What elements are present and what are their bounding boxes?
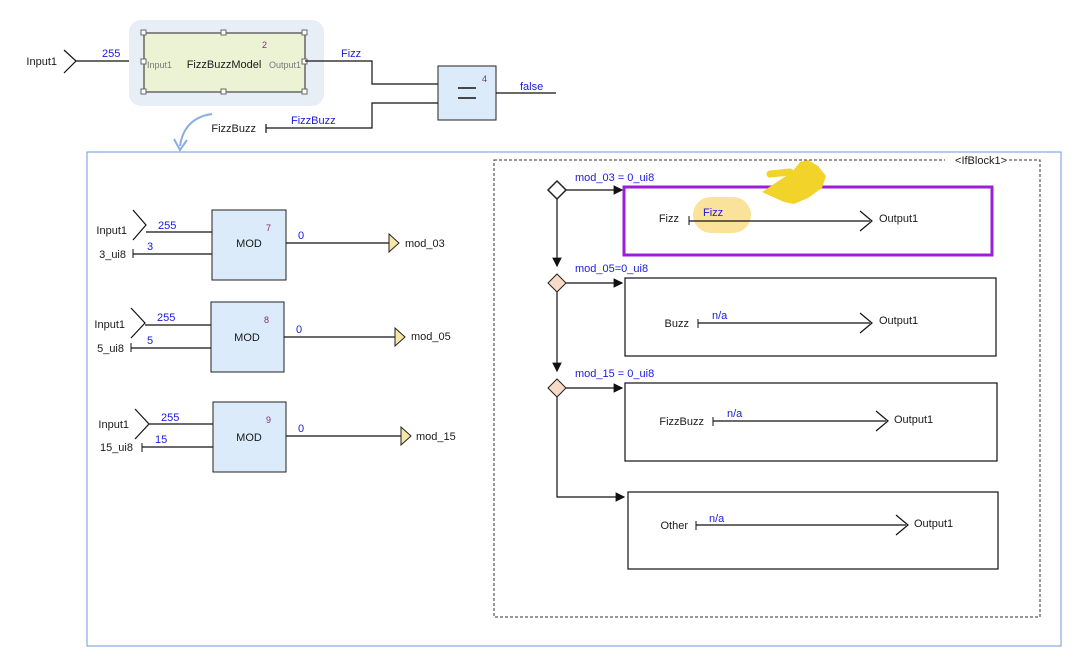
mod1-label: MOD: [236, 238, 262, 250]
mod2-goto-tag: [394, 326, 406, 348]
mod1-const-value: 3: [147, 241, 153, 253]
branch-3-condition: mod_15 = 0_ui8: [575, 368, 654, 380]
pointing-hand-icon: [762, 160, 826, 204]
compare-block[interactable]: 4: [437, 65, 497, 121]
branch-2-decision[interactable]: mod_05=0_ui8: [547, 263, 648, 293]
mod3-out-value: 0: [298, 423, 304, 435]
model-out-value: Fizz: [341, 48, 361, 60]
top-input-value: 255: [102, 48, 120, 60]
curved-arrow-icon: [173, 113, 213, 152]
mod2-number: 8: [264, 315, 269, 325]
mod1-input-label: Input1: [96, 225, 127, 237]
branch-2-condition: mod_05=0_ui8: [575, 263, 648, 275]
mod3-goto-tag: [400, 425, 412, 447]
mod2-input-label: Input1: [94, 319, 125, 331]
ifblock-title: <IfBlock1>: [955, 155, 1007, 167]
mod1-input-value: 255: [158, 220, 176, 232]
model-out-port: Output1: [269, 60, 301, 70]
mod3-input-value: 255: [161, 412, 179, 424]
compare-number: 4: [482, 74, 487, 84]
value-highlight: [693, 197, 751, 233]
branch-1-box[interactable]: Fizz Fizz Output1: [622, 185, 994, 257]
const-label: FizzBuzz: [211, 123, 256, 135]
mod2-out-value: 0: [296, 324, 302, 336]
branch-3-source: FizzBuzz: [659, 416, 704, 428]
mod2-out-label: mod_05: [411, 331, 451, 343]
fizzbuzz-model-block[interactable]: 2 Input1 FizzBuzzModel Output1: [140, 29, 308, 95]
branch-4-target: Output1: [914, 518, 953, 530]
model-in-port: Input1: [147, 60, 172, 70]
branch-3-box[interactable]: FizzBuzz n/a Output1: [624, 382, 998, 462]
mod2-const-value: 5: [147, 335, 153, 347]
mod2-input-value: 255: [157, 312, 175, 324]
branch-4-value: n/a: [709, 513, 725, 525]
branch-3-decision[interactable]: mod_15 = 0_ui8: [547, 368, 654, 398]
mod3-number: 9: [266, 415, 271, 425]
mod1-out-value: 0: [298, 230, 304, 242]
branch-1-target: Output1: [879, 213, 918, 225]
branch-2-source: Buzz: [665, 318, 689, 330]
top-input-label: Input1: [26, 56, 57, 68]
mod1-const-label: 3_ui8: [99, 249, 126, 261]
mod3-const-value: 15: [155, 434, 167, 446]
mod-row-3[interactable]: Input1 255 15_ui8 15 9 MOD 0 mod_15: [98, 401, 456, 473]
fizzbuzz-const[interactable]: FizzBuzz FizzBuzz: [211, 102, 438, 135]
mod2-label: MOD: [234, 332, 260, 344]
branch-4-box[interactable]: Other n/a Output1: [627, 491, 999, 570]
branch-1-decision[interactable]: mod_03 = 0_ui8: [546, 172, 654, 201]
model-number: 2: [262, 40, 267, 50]
const-value: FizzBuzz: [291, 115, 336, 127]
ifblock-frame: [493, 159, 1041, 618]
branch-1-value: Fizz: [703, 207, 723, 219]
mod-row-1[interactable]: Input1 255 3_ui8 3 7 MOD 0 mod_03: [96, 209, 445, 281]
mod2-const-label: 5_ui8: [97, 343, 124, 355]
top-input-port[interactable]: Input1: [26, 49, 77, 74]
mod3-input-label: Input1: [98, 419, 129, 431]
mod1-goto-tag: [388, 232, 400, 254]
branch-1-condition: mod_03 = 0_ui8: [575, 172, 654, 184]
mod-row-2[interactable]: Input1 255 5_ui8 5 8 MOD 0 mod_05: [94, 301, 451, 373]
subsystem-container: [86, 151, 1062, 647]
branch-3-value: n/a: [727, 408, 743, 420]
mod1-out-label: mod_03: [405, 238, 445, 250]
mod3-out-label: mod_15: [416, 431, 456, 443]
mod3-label: MOD: [236, 432, 262, 444]
model-label: FizzBuzzModel: [187, 59, 262, 71]
mod3-const-label: 15_ui8: [100, 442, 133, 454]
mod1-number: 7: [266, 223, 271, 233]
branch-4-source: Other: [660, 520, 688, 532]
branch-2-box[interactable]: Buzz n/a Output1: [624, 277, 997, 357]
compare-out-value: false: [520, 81, 543, 93]
branch-2-value: n/a: [712, 310, 728, 322]
branch-3-target: Output1: [894, 414, 933, 426]
branch-2-target: Output1: [879, 315, 918, 327]
branch-1-source: Fizz: [659, 213, 679, 225]
